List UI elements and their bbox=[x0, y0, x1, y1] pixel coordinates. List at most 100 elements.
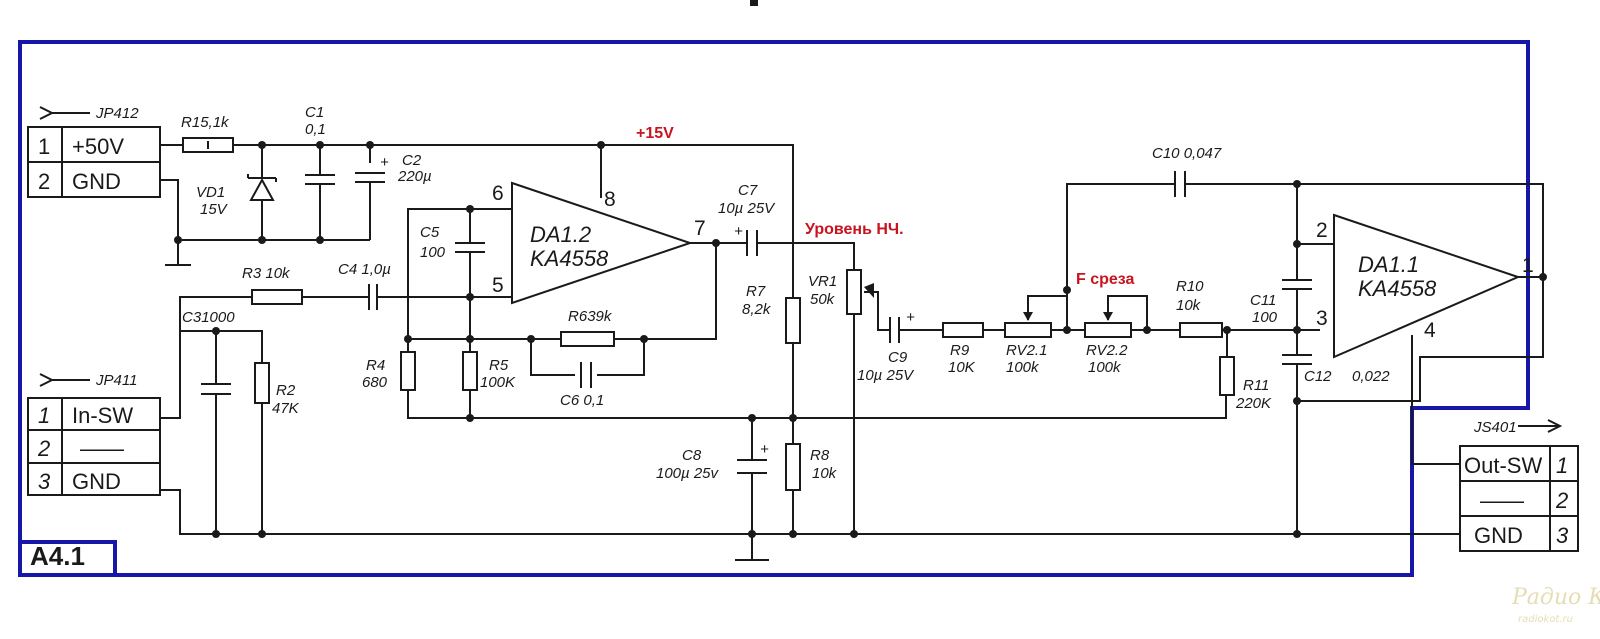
r7-value: 8,2k bbox=[742, 301, 772, 318]
opamp-da12-pin-vcc: 8 bbox=[604, 188, 616, 211]
c9-value: 10µ 25V bbox=[857, 367, 915, 384]
r5-value: 100K bbox=[480, 374, 516, 391]
c5-value: 100 bbox=[420, 244, 446, 261]
js401-pin2-label: —— bbox=[1480, 488, 1524, 513]
r1-value: 5,1k bbox=[200, 114, 230, 131]
opamp-da11-pin-noninv: 3 bbox=[1316, 307, 1328, 330]
resistor-r6 bbox=[560, 331, 615, 347]
svg-text:C10 0,047: C10 0,047 bbox=[1152, 145, 1222, 162]
vr1-value: 50k bbox=[810, 291, 836, 308]
r3-value: 10k bbox=[265, 265, 291, 282]
resistor-r11 bbox=[1219, 356, 1235, 396]
c11-ref: C11 bbox=[1250, 292, 1276, 309]
r1-ref: R1 bbox=[181, 114, 200, 131]
cutoff-annotation: F среза bbox=[1076, 271, 1135, 288]
c7-ref: C7 bbox=[738, 182, 758, 199]
component-labels: R15,1k C1 0,1 C2 220µ VD1 15V C5 100 R3 … bbox=[181, 104, 1390, 482]
vd1-ref: VD1 bbox=[196, 184, 225, 201]
opamp-da11: DA1.1 KA4558 2 3 1 4 bbox=[1316, 213, 1534, 359]
cap-c1 bbox=[305, 174, 335, 185]
rv21-ref: RV2.1 bbox=[1006, 342, 1047, 359]
cap-c3 bbox=[201, 383, 231, 395]
pot-rv21 bbox=[1004, 312, 1052, 338]
zener-vd1 bbox=[247, 174, 277, 201]
r8-value: 10k bbox=[812, 465, 838, 482]
c7-value: 10µ 25V bbox=[718, 200, 776, 217]
jp412-name: JP412 bbox=[95, 105, 139, 122]
r3-ref: R3 bbox=[242, 265, 262, 282]
cap-c8: + bbox=[737, 441, 769, 474]
r2-ref: R2 bbox=[276, 382, 296, 399]
cap-c12 bbox=[1282, 354, 1312, 365]
resistor-r7 bbox=[785, 297, 801, 344]
c11-value: 100 bbox=[1252, 309, 1278, 326]
c1-value: 0,1 bbox=[305, 121, 326, 138]
jp411-pin3-num: 3 bbox=[38, 469, 51, 494]
pot-rv22 bbox=[1084, 312, 1132, 338]
js401-pin2-num: 2 bbox=[1555, 488, 1568, 513]
svg-text:R3 10k: R3 10k bbox=[242, 265, 291, 282]
c6-ref: C6 bbox=[560, 392, 580, 409]
jp411-pin2-num: 2 bbox=[37, 436, 50, 461]
c12-ref: C12 bbox=[1304, 368, 1332, 385]
cap-c4 bbox=[368, 284, 378, 310]
cap-c2: + bbox=[355, 154, 389, 183]
cap-c7: + bbox=[734, 223, 758, 256]
c1-ref: C1 bbox=[305, 104, 324, 121]
c8-ref: C8 bbox=[682, 447, 702, 464]
jp412-pin2-num: 2 bbox=[38, 169, 50, 194]
rv22-value: 100k bbox=[1088, 359, 1122, 376]
resistor-r5 bbox=[462, 351, 478, 391]
r9-value: 10K bbox=[948, 359, 976, 376]
jp412-pin1-label: +50V bbox=[72, 134, 124, 159]
r6-ref: R6 bbox=[568, 308, 588, 325]
c3-ref: C3 bbox=[182, 309, 202, 326]
resistor-r10 bbox=[1179, 322, 1223, 338]
cap-c5 bbox=[455, 242, 485, 253]
c2-value: 220µ bbox=[397, 168, 432, 185]
opamp-da12-pin-noninv: 5 bbox=[492, 274, 504, 297]
c8-value: 100µ 25v bbox=[656, 465, 720, 482]
cap-c9: + bbox=[889, 309, 915, 343]
resistor-r2 bbox=[254, 362, 270, 404]
r11-value: 220K bbox=[1235, 395, 1272, 412]
r4-value: 680 bbox=[362, 374, 388, 391]
resistor-r3 bbox=[251, 289, 303, 305]
r9-ref: R9 bbox=[950, 342, 970, 359]
js401-name: JS401 bbox=[1473, 419, 1517, 436]
board-label-box bbox=[20, 540, 117, 575]
js401-pin3-label: GND bbox=[1474, 523, 1523, 548]
r6-value: 39k bbox=[587, 308, 613, 325]
opamp-da12-pin-inv: 6 bbox=[492, 182, 504, 205]
jp411-pin2-label: —— bbox=[80, 436, 124, 461]
opamp-da11-pin-out: 1 bbox=[1522, 254, 1534, 277]
connector-jp412: JP412 1 +50V 2 GND bbox=[27, 105, 161, 198]
js401-pin1-label: Out-SW bbox=[1464, 453, 1542, 478]
svg-text:R639k: R639k bbox=[568, 308, 613, 325]
opamp-da11-pin-vee: 4 bbox=[1424, 319, 1436, 342]
r8-ref: R8 bbox=[810, 447, 830, 464]
watermark-logo: Радио КОТ bbox=[1511, 585, 1600, 610]
svg-text:C6 0,1: C6 0,1 bbox=[560, 392, 604, 409]
resistor-r8 bbox=[785, 443, 801, 491]
opamp-da11-pin-inv: 2 bbox=[1316, 219, 1328, 242]
c3-value: 1000 bbox=[201, 309, 235, 326]
c9-ref: C9 bbox=[888, 349, 908, 366]
opamp-da12: DA1.2 KA4558 6 5 7 8 bbox=[492, 181, 706, 305]
rv22-ref: RV2.2 bbox=[1086, 342, 1128, 359]
c10-ref: C10 bbox=[1152, 145, 1180, 162]
r2-value: 47K bbox=[272, 400, 300, 417]
opamp-da12-pin-out: 7 bbox=[694, 217, 706, 240]
svg-text:C31000: C31000 bbox=[182, 309, 235, 326]
junction-dots bbox=[174, 141, 1547, 538]
r11-ref: R11 bbox=[1243, 377, 1269, 394]
cropped-title-fragment bbox=[750, 0, 758, 6]
cap-c11 bbox=[1282, 279, 1312, 290]
r7-ref: R7 bbox=[746, 283, 766, 300]
level-annotation: Уровень НЧ. bbox=[805, 221, 904, 238]
resistor-r9 bbox=[942, 322, 984, 338]
c4-value: 1,0µ bbox=[361, 261, 391, 278]
connector-jp411: JP411 1 In-SW 2 —— 3 GND bbox=[27, 372, 161, 496]
connector-js401: JS401 Out-SW 1 —— 2 GND 3 bbox=[1459, 419, 1579, 552]
